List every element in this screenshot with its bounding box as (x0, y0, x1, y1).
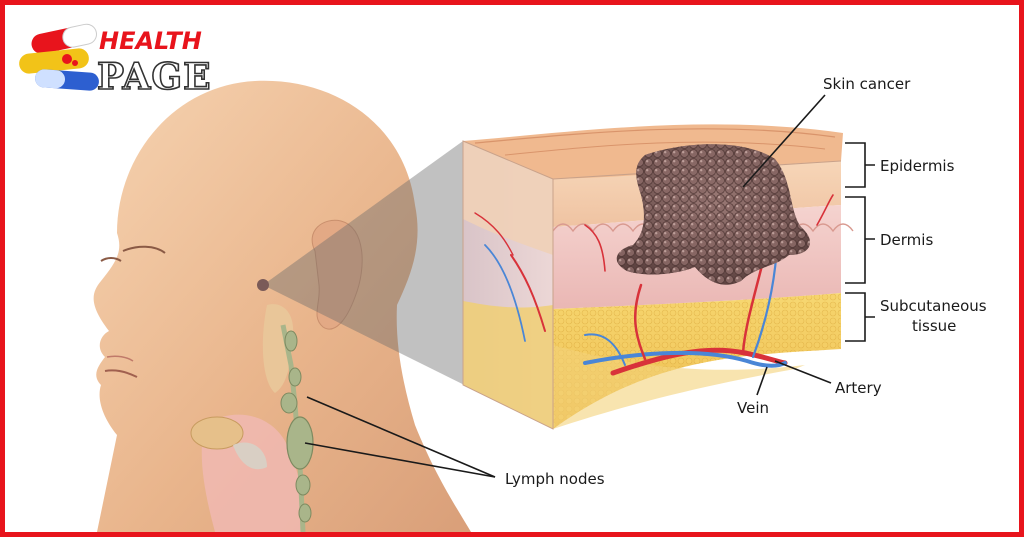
label-lymph-nodes: Lymph nodes (505, 470, 605, 488)
label-artery: Artery (835, 379, 882, 397)
artery-vessel (610, 347, 788, 376)
head-illustration (93, 80, 471, 532)
label-epidermis: Epidermis (880, 157, 955, 175)
logo-health-text: HEALTH (99, 27, 202, 55)
label-skin-cancer: Skin cancer (823, 75, 911, 93)
label-vein: Vein (737, 399, 769, 417)
leader-lines (304, 94, 875, 478)
label-dermis: Dermis (880, 231, 933, 249)
label-tissue: tissue (912, 317, 956, 335)
blood-vessels (474, 194, 834, 376)
logo-page-text: PAGE (97, 56, 212, 98)
lesion-spot (257, 279, 269, 291)
lymph-nodes (262, 304, 314, 532)
vein-vessel (583, 350, 787, 368)
skin-cancer-tumor (616, 144, 811, 285)
label-subcutaneous: Subcutaneous (880, 297, 987, 315)
skin-cancer-illustration: Skin cancer Epidermis Dermis Subcutaneou… (19, 23, 987, 532)
capsule-icon (19, 23, 99, 91)
magnification-cone (263, 141, 553, 429)
health-page-logo: HEALTH PAGE (19, 23, 212, 99)
